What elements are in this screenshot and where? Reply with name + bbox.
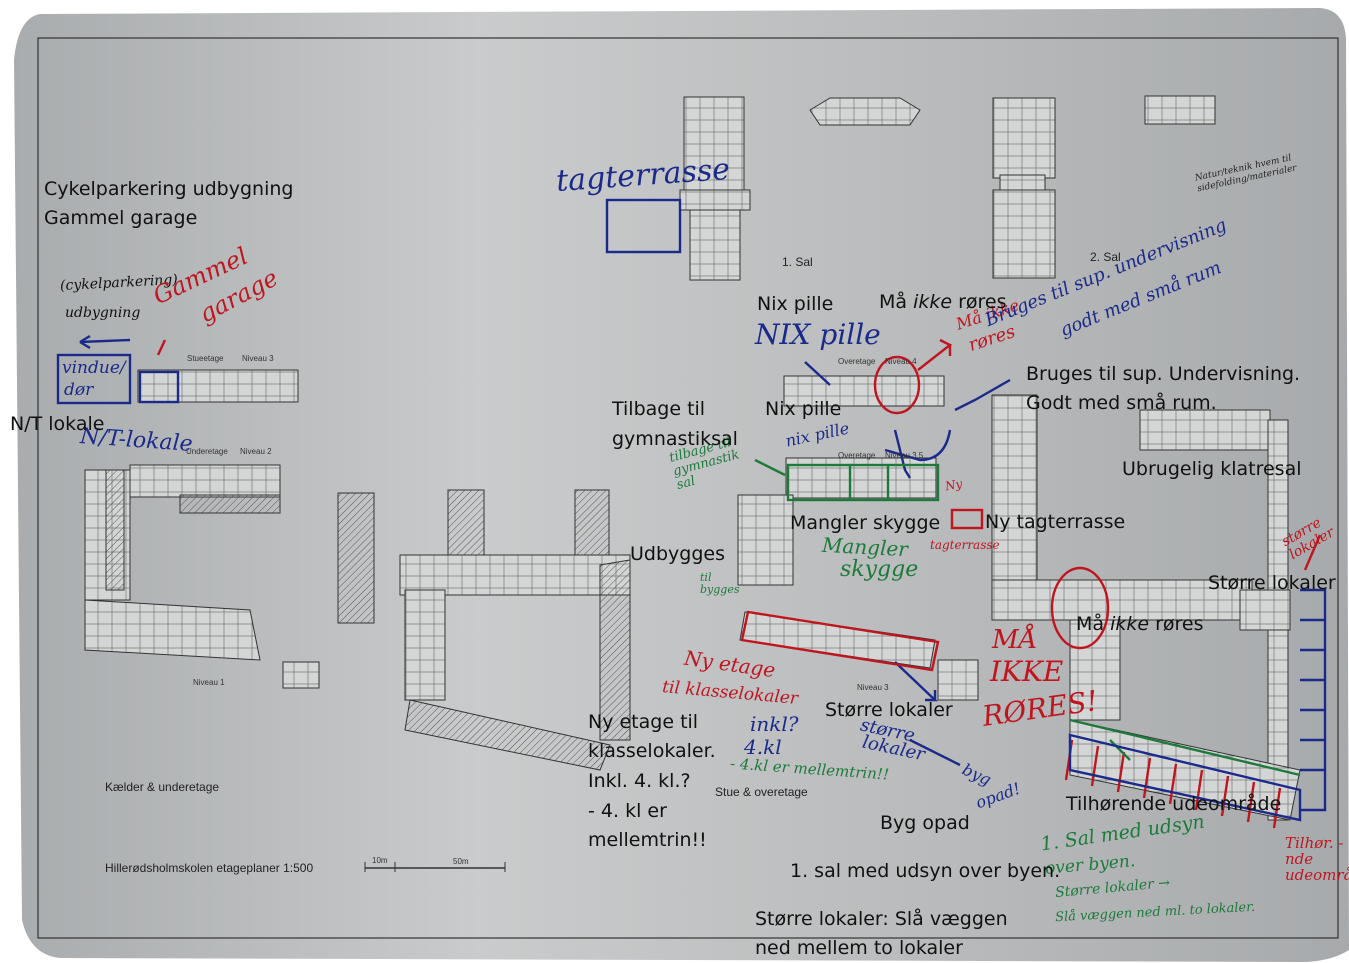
label-niveau35: Niveau 3.5 bbox=[885, 451, 924, 460]
label-niveau3-left: Niveau 3 bbox=[242, 354, 274, 363]
maa-ikke-roeres-circle-right bbox=[1050, 566, 1110, 650]
hand-maa-big: MÅ bbox=[992, 625, 1038, 655]
hand-inkl: inkl? bbox=[750, 712, 799, 736]
plan-footer-title: Hillerødsholmskolen etageplaner 1:500 bbox=[105, 861, 314, 875]
label-2-sal: 2. Sal bbox=[1090, 250, 1121, 264]
hand-tagterrasse-red: tagterrasse bbox=[930, 538, 1000, 552]
ny-tagterrasse-box bbox=[950, 508, 984, 530]
hand-nix-pille-big: NIX pille bbox=[755, 318, 881, 351]
nt-lokale-label: N/T lokale bbox=[10, 413, 105, 435]
sal-udsyn-label: 1. sal med udsyn over byen. bbox=[790, 860, 1061, 882]
label-niveau4: Niveau 4 bbox=[885, 357, 917, 366]
cykel-label-2: Gammel garage bbox=[44, 207, 198, 229]
building-2-sal bbox=[992, 97, 1056, 279]
building-1-sal bbox=[679, 96, 751, 281]
plan-underetage-left bbox=[129, 464, 281, 498]
nix-pille-box bbox=[786, 463, 940, 502]
ny-etage-outline bbox=[740, 610, 940, 672]
udbygges-label: Udbygges bbox=[630, 543, 725, 565]
blue-marks bbox=[56, 198, 1011, 767]
hand-til-bygges: til bygges bbox=[700, 571, 740, 596]
tilhoerende-label: Tilhørende udeområde bbox=[1066, 793, 1282, 815]
plan-frame bbox=[37, 37, 1339, 939]
stoerre-lokaler-label-1: Større lokaler bbox=[1208, 572, 1336, 594]
vindue-box bbox=[138, 370, 180, 404]
maa-ikke-roeres-label-2: Må ikke røres bbox=[1076, 613, 1204, 635]
hand-udbygning: udbygning bbox=[65, 305, 141, 321]
cykel-label-1: Cykelparkering udbygning bbox=[44, 178, 294, 200]
label-niveau3-right: Niveau 3 bbox=[857, 683, 889, 692]
ny-etage-label-4: - 4. kl er bbox=[588, 800, 667, 822]
stoerre-lokaler-label-3a: Større lokaler: Slå væggen bbox=[755, 908, 1008, 930]
label-underetage: Underetage bbox=[186, 447, 228, 456]
bruges-label-2: Godt med små rum. bbox=[1026, 392, 1217, 414]
red-marks bbox=[156, 338, 1322, 829]
ny-etage-label-5: mellemtrin!! bbox=[588, 829, 707, 851]
label-overetage-b: Overetage bbox=[838, 451, 876, 460]
maa-ikke-roeres-circle-top bbox=[873, 355, 921, 415]
hand-dor: dør bbox=[64, 380, 94, 400]
ny-etage-label-1: Ny etage til bbox=[588, 711, 699, 733]
building-small-top bbox=[809, 97, 921, 126]
tagterrasse-box bbox=[605, 198, 682, 254]
kaelder-label: Kælder & underetage bbox=[105, 780, 220, 794]
tilbage-label-2: gymnastiksal bbox=[612, 428, 738, 450]
hand-vindue: vindue/ bbox=[62, 358, 126, 378]
bruges-label-1: Bruges til sup. Undervisning. bbox=[1026, 363, 1301, 385]
byg-opad-label: Byg opad bbox=[880, 812, 970, 834]
plan-right-main bbox=[991, 394, 1301, 821]
maa-ikke-roeres-label-1: Må ikke røres bbox=[879, 291, 1007, 313]
stoerre-lokaler-label-3b: ned mellem to lokaler bbox=[755, 937, 963, 959]
hand-tilhoer-side: Tilhør. -nde udeområde bbox=[1285, 834, 1349, 884]
scale-bar bbox=[364, 862, 506, 872]
label-stueetage: Stueetage bbox=[187, 354, 224, 363]
plan-stueetage-left bbox=[137, 369, 299, 403]
building-top-right bbox=[1144, 95, 1216, 125]
hand-ikke-big: IKKE bbox=[990, 655, 1064, 688]
ny-tagterrasse-label: Ny tagterrasse bbox=[985, 511, 1126, 533]
vindue-dor-box bbox=[56, 353, 132, 405]
label-1-sal: 1. Sal bbox=[782, 255, 813, 269]
hand-skygge: skygge bbox=[840, 557, 919, 582]
hand-4kl: 4.kl bbox=[744, 735, 782, 759]
nix-pille-label-1: Nix pille bbox=[757, 293, 834, 315]
label-niveau1: Niveau 1 bbox=[193, 678, 225, 687]
stoerre-lokaler-label-2: Større lokaler bbox=[825, 699, 953, 721]
plan-niveau1-left bbox=[84, 469, 320, 689]
ubrugelig-label: Ubrugelig klatresal bbox=[1122, 458, 1302, 480]
stue-overetage-label: Stue & overetage bbox=[715, 785, 808, 799]
nix-pille-label-2: Nix pille bbox=[765, 398, 842, 420]
ny-etage-label-3: Inkl. 4. kl.? bbox=[588, 770, 691, 792]
blue-right-brackets bbox=[1068, 588, 1327, 822]
scale-10m: 10m bbox=[372, 856, 388, 865]
hand-ny-red: Ny bbox=[943, 476, 964, 494]
green-marks bbox=[754, 458, 1301, 777]
plan-middle bbox=[337, 489, 631, 771]
label-overetage-a: Overetage bbox=[838, 357, 876, 366]
mangler-skygge-label: Mangler skygge bbox=[790, 512, 941, 534]
ny-etage-label-2: klasselokaler. bbox=[588, 740, 716, 762]
label-niveau2: Niveau 2 bbox=[240, 447, 272, 456]
scale-50m: 50m bbox=[453, 857, 469, 866]
tilbage-label-1: Tilbage til bbox=[612, 398, 706, 420]
